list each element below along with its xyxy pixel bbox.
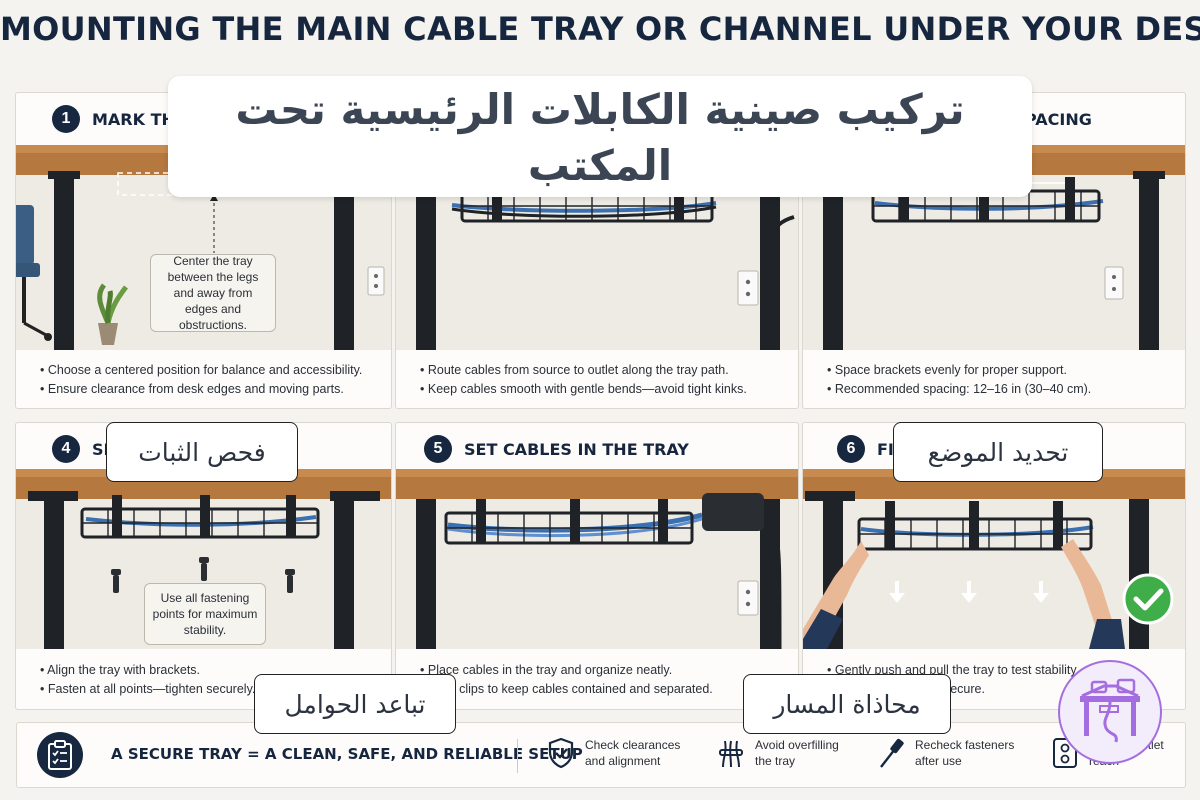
step-header: 1 MARK THE <box>16 93 391 145</box>
main-title: MOUNTING THE MAIN CABLE TRAY OR CHANNEL … <box>0 10 1200 48</box>
step-card-5: 5 SET CABLES IN THE TRAY P <box>395 422 799 710</box>
label-path-alignment: محاذاة المسار <box>743 674 951 734</box>
step-title: SET CABLES IN THE TRAY <box>464 439 689 459</box>
bullet: es or clips to keep cables contained and… <box>420 680 788 699</box>
bullet: Space brackets evenly for proper support… <box>827 361 1175 380</box>
footer-bar: A SECURE TRAY = A CLEAN, SAFE, AND RELIA… <box>16 722 1186 788</box>
label-set-position: تحديد الموضع <box>893 422 1103 482</box>
note-box: Center the tray between the legs and awa… <box>150 254 276 332</box>
screwdriver-icon <box>880 738 904 768</box>
logo-badge <box>1058 660 1162 764</box>
set-cables-illustration <box>396 469 798 709</box>
fastening-illustration <box>16 469 391 709</box>
tip-label: Check clearances and alignment <box>585 738 681 768</box>
step-bullets: Choose a centered position for balance a… <box>40 361 381 399</box>
bullet: Choose a centered position for balance a… <box>40 361 381 380</box>
bullet: Fasten at all points—tighten securely. <box>40 680 381 699</box>
label-stability-check: فحص الثبات <box>106 422 298 482</box>
arabic-title-overlay: تركيب صينية الكابلات الرئيسية تحت المكتب <box>168 76 1032 197</box>
desk-logo-icon <box>1080 678 1140 743</box>
footer-summary: A SECURE TRAY = A CLEAN, SAFE, AND RELIA… <box>111 745 583 763</box>
label-bracket-spacing: تباعد الحوامل <box>254 674 456 734</box>
step-number-badge: 5 <box>424 435 452 463</box>
note-box: Use all fastening points for maximum sta… <box>144 583 266 645</box>
bullet: Place cables in the tray and organize ne… <box>420 661 788 680</box>
step-bullets: Align the tray with brackets. Fasten at … <box>40 661 381 699</box>
bullet: Keep cables smooth with gentle bends—avo… <box>420 380 788 399</box>
step-bullets: Space brackets evenly for proper support… <box>827 361 1175 399</box>
bullet: Align the tray with brackets. <box>40 661 381 680</box>
divider <box>517 739 518 773</box>
bullet: Recommended spacing: 12–16 in (30–40 cm)… <box>827 380 1175 399</box>
tip-check-clearances: Check clearances and alignment <box>547 737 680 769</box>
cable-bundle-icon <box>719 740 743 768</box>
step-number-badge: 6 <box>837 435 865 463</box>
step-title: MARK THE <box>92 109 186 129</box>
step-bullets: Place cables in the tray and organize ne… <box>420 661 788 699</box>
step-title: FI <box>877 439 894 459</box>
step-header: PACING <box>803 93 1185 145</box>
step-header: 5 SET CABLES IN THE TRAY <box>396 423 798 475</box>
tip-label: Recheck fasteners after use <box>915 738 1015 768</box>
bullet: Ensure clearance from desk edges and mov… <box>40 380 381 399</box>
step-header: 6 FI <box>803 423 1185 475</box>
bullet: Gently push and pull the tray to test st… <box>827 661 1175 680</box>
tip-label: Avoid overfilling the tray <box>755 738 839 768</box>
tip-recheck-fasteners: Recheck fasteners after use <box>877 737 1014 769</box>
step-number-badge: 4 <box>52 435 80 463</box>
step-bullets: Route cables from source to outlet along… <box>420 361 788 399</box>
step-card-4: 4 SE Align th <box>15 422 392 710</box>
shield-check-icon <box>548 737 574 769</box>
step-title: PACING <box>1025 109 1092 129</box>
stability-test-illustration <box>803 469 1185 709</box>
tip-avoid-overfilling: Avoid overfilling the tray <box>717 737 839 769</box>
clipboard-check-icon <box>37 732 83 778</box>
step-number-badge: 1 <box>52 105 80 133</box>
bullet: Route cables from source to outlet along… <box>420 361 788 380</box>
